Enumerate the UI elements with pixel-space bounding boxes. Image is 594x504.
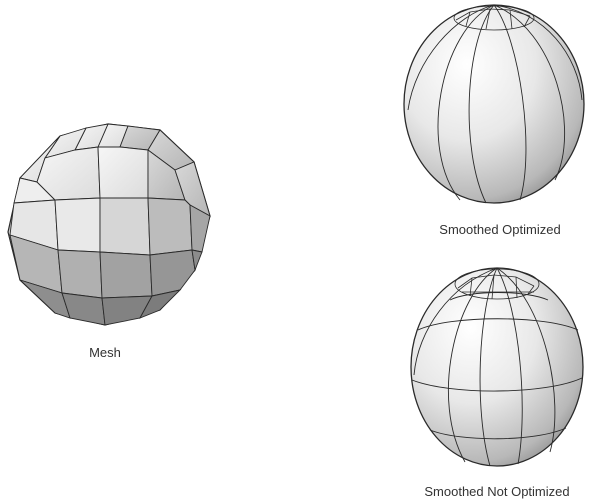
mesh-silhouette (8, 124, 210, 325)
caption-smoothed-optimized: Smoothed Optimized (410, 222, 590, 237)
caption-smoothed-not-optimized: Smoothed Not Optimized (404, 484, 590, 499)
caption-mesh: Mesh (60, 345, 150, 360)
